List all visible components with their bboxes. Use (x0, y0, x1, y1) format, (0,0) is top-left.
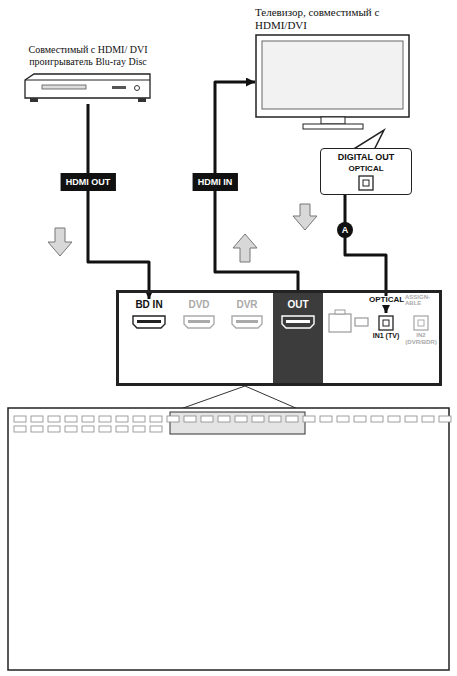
usb-port (355, 318, 368, 326)
rear-port (82, 426, 94, 432)
label-text: ASSIGN- ABLE (405, 294, 439, 307)
rear-port (405, 416, 417, 422)
direction-arrow (233, 234, 257, 262)
label-text: IN2 (DVR/BDR) (403, 332, 439, 345)
rear-port (218, 416, 230, 422)
hdmi-port (230, 314, 264, 330)
rear-port (99, 426, 111, 432)
optical-port (358, 175, 374, 191)
callout-pointer (352, 130, 384, 150)
rear-port (82, 416, 94, 422)
rear-port (439, 416, 451, 422)
tv-illustration (255, 34, 410, 130)
rear-ports (14, 416, 451, 432)
digital-out-callout: DIGITAL OUT OPTICAL (320, 148, 412, 195)
hdmi-port (131, 314, 167, 330)
direction-arrow (293, 204, 317, 230)
label-text: DIGITAL OUT (324, 152, 408, 162)
player: Совместимый с HDMI/ DVI проигрыватель Bl… (22, 44, 154, 104)
rear-port (303, 416, 315, 422)
hdmi-port (182, 314, 216, 330)
direction-arrow (48, 228, 72, 256)
label-text: BD IN (125, 299, 173, 310)
rear-port (252, 416, 264, 422)
zoom-area (170, 412, 305, 434)
hdmi-input-port: DVD (177, 299, 221, 330)
rear-port (337, 416, 349, 422)
rear-port (31, 426, 43, 432)
rear-port (354, 416, 366, 422)
hdmi-input-port: DVR (225, 299, 269, 330)
hdmi-input-port: BD IN (125, 299, 173, 330)
rear-port (388, 416, 400, 422)
receiver-rear-panel (8, 408, 449, 670)
hdmi-output-port: OUT (273, 293, 323, 383)
label-text: Совместимый с HDMI/ DVI проигрыватель Bl… (22, 44, 154, 67)
label-text: DVR (225, 299, 269, 310)
rear-port (14, 426, 26, 432)
label-text: IN1 (TV) (371, 332, 401, 340)
rear-port (133, 426, 145, 432)
rear-port (201, 416, 213, 422)
rear-port (150, 416, 162, 422)
cable (88, 104, 149, 299)
receiver-panel-zoom: OPTICALASSIGN- ABLE BD IN DVD DVR OUT IN1 (TV… (116, 290, 442, 386)
rear-port (269, 416, 281, 422)
cable-label: HDMI IN (193, 173, 238, 191)
optical-input-port: IN2 (DVR/BDR) (403, 313, 439, 345)
label-text: OPTICAL (369, 296, 403, 305)
lan-port (329, 314, 351, 332)
optical-input-port: IN1 (TV) (371, 313, 401, 340)
rear-port (133, 416, 145, 422)
rear-port (31, 416, 43, 422)
rear-port (371, 416, 383, 422)
rear-port (235, 416, 247, 422)
cable-label: A (337, 222, 353, 238)
rear-port (286, 416, 298, 422)
rear-port (422, 416, 434, 422)
rear-port (65, 416, 77, 422)
optical-port (413, 315, 429, 331)
rear-port (65, 426, 77, 432)
rear-port (116, 416, 128, 422)
rear-port (167, 416, 179, 422)
optical-port (378, 315, 394, 331)
rear-port (48, 426, 60, 432)
rear-port (150, 426, 162, 432)
label-text: Телевизор, совместимый с HDMI/DVI (255, 6, 415, 31)
rear-port (116, 426, 128, 432)
rear-port (48, 416, 60, 422)
bluray-player (22, 72, 154, 104)
label-text: OPTICAL (324, 164, 408, 173)
hdmi-port (280, 314, 316, 330)
rear-port (99, 416, 111, 422)
label-text: OUT (273, 299, 323, 310)
tv: Телевизор, совместимый с HDMI/DVI (255, 6, 415, 130)
lan-port (335, 310, 345, 314)
cable-label: HDMI OUT (61, 173, 116, 191)
rear-port (184, 416, 196, 422)
label-text: DVD (177, 299, 221, 310)
rear-port (320, 416, 332, 422)
rear-port (14, 416, 26, 422)
